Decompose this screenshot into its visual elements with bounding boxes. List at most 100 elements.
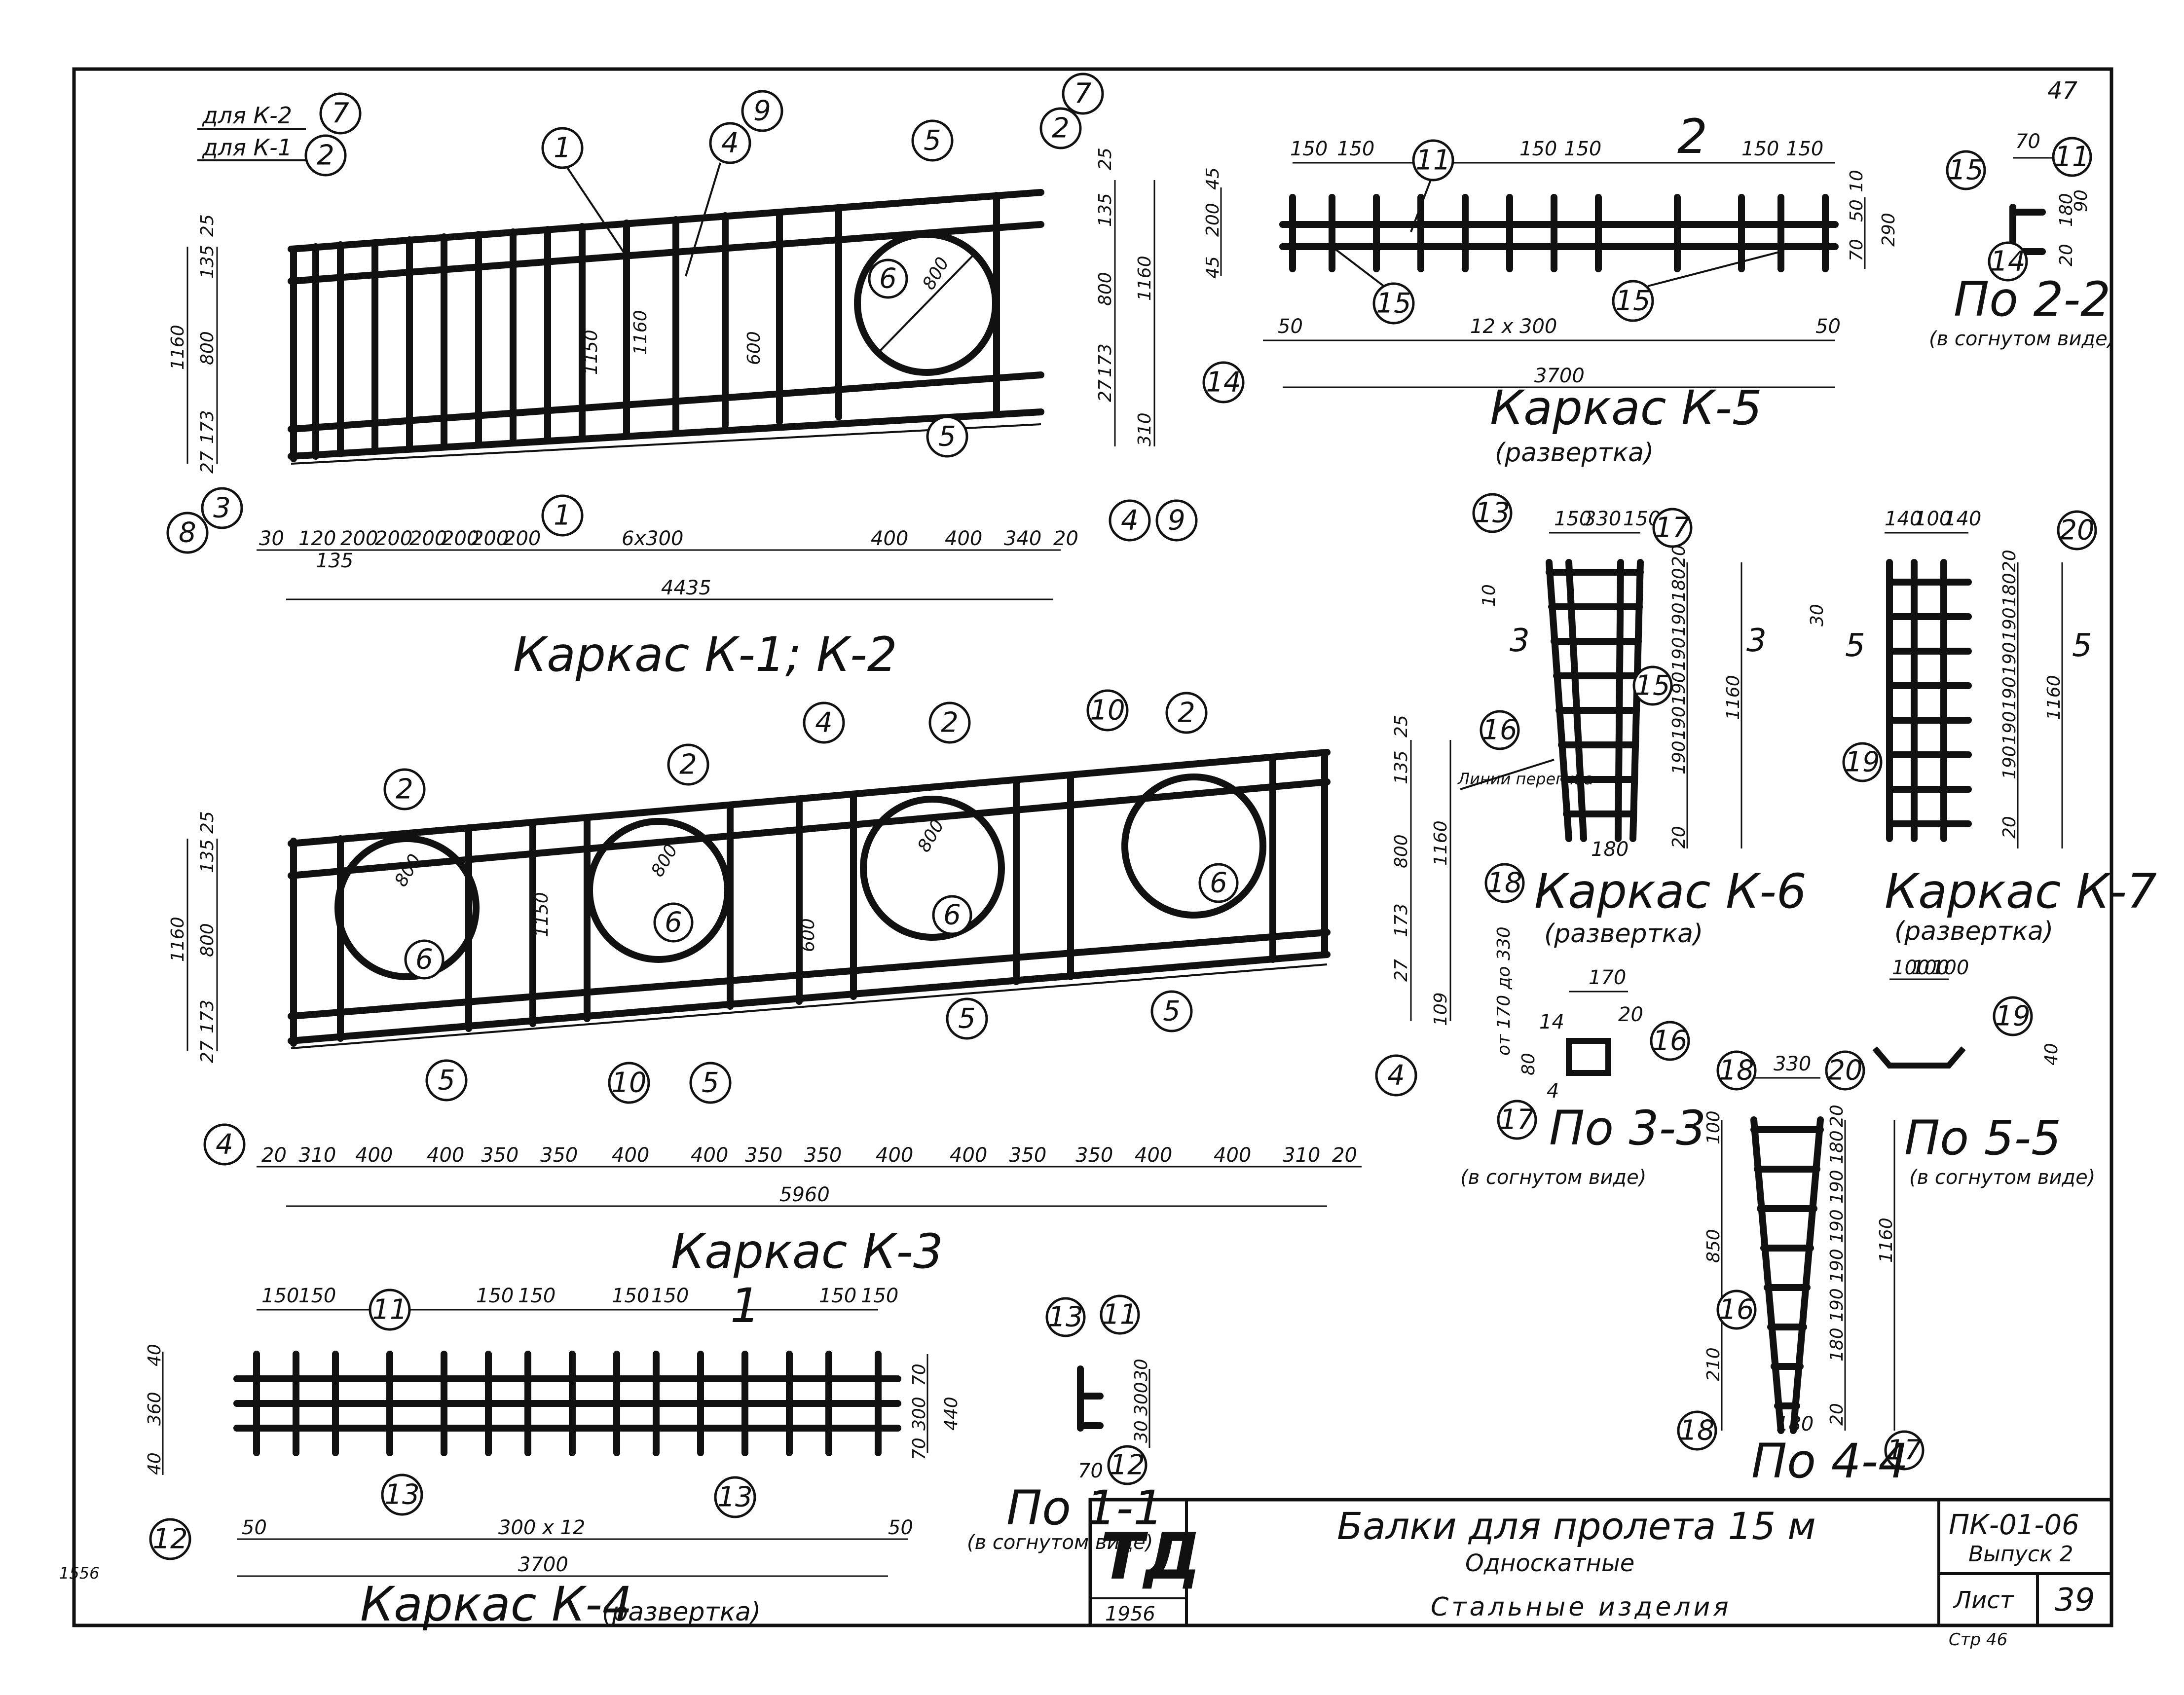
s22-subtitle: (в согнутом виде) (1929, 328, 2115, 350)
title-block-sheet-number: 39 (2055, 1582, 2095, 1619)
svg-text:800: 800 (1095, 272, 1115, 306)
svg-text:25: 25 (1095, 147, 1115, 170)
svg-text:20: 20 (1332, 1144, 1357, 1167)
svg-text:350: 350 (481, 1144, 518, 1167)
svg-text:850: 850 (1703, 1229, 1724, 1263)
s22-title: По 2-2 (1954, 272, 2110, 327)
svg-text:2: 2 (1178, 697, 1195, 729)
svg-text:600: 600 (798, 918, 818, 952)
svg-text:3: 3 (213, 492, 231, 524)
k4-verticals (253, 1351, 882, 1456)
svg-text:190: 190 (1669, 637, 1689, 671)
svg-text:11: 11 (372, 1294, 407, 1326)
svg-text:180: 180 (1827, 1327, 1847, 1362)
k4-section-mark: 1 (730, 1278, 760, 1333)
svg-text:135: 135 (1095, 193, 1115, 227)
svg-text:135: 135 (316, 550, 353, 572)
svg-text:1160: 1160 (1876, 1217, 1896, 1263)
svg-text:140: 140 (1944, 508, 1981, 530)
svg-text:800: 800 (197, 331, 218, 365)
svg-text:200: 200 (375, 527, 412, 550)
svg-text:13: 13 (384, 1479, 419, 1511)
svg-text:30: 30 (1807, 604, 1827, 626)
svg-text:150: 150 (819, 1285, 856, 1307)
svg-text:12: 12 (152, 1523, 187, 1555)
svg-text:200: 200 (503, 527, 541, 550)
svg-text:6: 6 (415, 944, 433, 976)
svg-text:18: 18 (1679, 1415, 1714, 1447)
k7-callouts: 20 19 (1842, 510, 2097, 782)
svg-text:5: 5 (438, 1065, 455, 1097)
frame-k7: 140 100 140 20 180 190 190 190 190 190 2… (1807, 508, 2157, 946)
k5-section-mark: 2 (1677, 109, 1707, 164)
svg-text:400: 400 (427, 1144, 464, 1167)
svg-text:7: 7 (332, 98, 349, 130)
s44-title: По 4-4 (1751, 1434, 1908, 1489)
svg-text:5: 5 (958, 1003, 976, 1035)
svg-text:30: 30 (1131, 1359, 1151, 1381)
svg-text:1: 1 (554, 132, 571, 164)
svg-text:1150: 1150 (581, 330, 601, 375)
s55-subtitle: (в согнутом виде) (1909, 1166, 2095, 1189)
title-block-subtitle: Односкатные (1465, 1549, 1634, 1577)
k3-callouts: 2 2 4 2 10 2 6 6 6 6 6 5 5 10 5 5 5 4 4 (203, 689, 1417, 1166)
k5-callouts: 11 15 15 14 (1202, 139, 1781, 404)
svg-text:200: 200 (442, 527, 479, 550)
svg-text:400: 400 (945, 527, 982, 550)
svg-text:16: 16 (1482, 714, 1517, 746)
svg-text:190: 190 (1669, 706, 1689, 740)
k4-callouts: 11 13 13 12 (149, 1289, 756, 1560)
svg-text:50: 50 (1278, 315, 1303, 338)
margin-note: 1556 (59, 1564, 99, 1583)
k3-opening-4 (1121, 774, 1266, 919)
svg-text:50: 50 (242, 1516, 267, 1539)
svg-text:180: 180 (1776, 1413, 1814, 1436)
svg-text:100: 100 (1914, 508, 1952, 530)
section-3-3: 170 14 20 от 170 до 330 80 4 16 17 По 3-… (1460, 926, 1706, 1189)
k1-title: Каркас К-1; К-2 (513, 627, 897, 682)
svg-text:27: 27 (197, 451, 218, 474)
svg-text:11: 11 (1415, 145, 1450, 177)
svg-text:18: 18 (1487, 867, 1522, 899)
svg-text:1160: 1160 (630, 310, 651, 355)
svg-text:800: 800 (197, 923, 218, 957)
svg-text:190: 190 (1669, 602, 1689, 636)
svg-text:90: 90 (2071, 189, 2091, 212)
svg-text:100: 100 (1703, 1110, 1724, 1144)
title-block-logo: ТД (1100, 1519, 1201, 1594)
svg-text:350: 350 (745, 1144, 782, 1167)
k5-title: Каркас К-5 (1490, 380, 1762, 436)
svg-text:1160: 1160 (168, 325, 188, 370)
s44-callouts: 18 16 18 17 (1677, 1050, 1925, 1471)
svg-text:70: 70 (909, 1437, 929, 1460)
svg-text:350: 350 (804, 1144, 842, 1167)
k7-section-mark-right: 5 (2072, 627, 2092, 664)
svg-text:400: 400 (691, 1144, 728, 1167)
svg-text:13: 13 (1475, 497, 1510, 529)
svg-text:190: 190 (1999, 676, 2020, 710)
svg-text:190: 190 (1827, 1288, 1847, 1322)
svg-text:20: 20 (1999, 816, 2020, 839)
k1-note-k1: для К-1 (202, 134, 292, 161)
svg-text:70: 70 (2015, 130, 2040, 153)
svg-text:17: 17 (1887, 1435, 1922, 1467)
frame-k1-k2: для К-2 для К-1 (166, 73, 1198, 682)
svg-text:190: 190 (1669, 740, 1689, 774)
svg-text:150: 150 (298, 1285, 336, 1307)
svg-text:2: 2 (679, 749, 697, 781)
k3-title: Каркас К-3 (671, 1224, 943, 1279)
svg-text:14: 14 (1206, 367, 1241, 399)
svg-text:1160: 1160 (1431, 820, 1451, 866)
svg-text:10: 10 (1479, 584, 1499, 607)
svg-text:11: 11 (2054, 141, 2089, 173)
svg-text:4: 4 (1547, 1080, 1559, 1103)
s33-title: По 3-3 (1549, 1101, 1706, 1156)
svg-text:2: 2 (396, 774, 413, 806)
title-block-issue: Выпуск 2 (1968, 1542, 2073, 1567)
svg-text:100: 100 (1892, 957, 1929, 979)
svg-text:6: 6 (1210, 867, 1227, 899)
svg-text:80: 80 (1518, 1053, 1539, 1075)
svg-text:190: 190 (1999, 607, 2020, 641)
svg-text:400: 400 (1135, 1144, 1172, 1167)
svg-text:135: 135 (1391, 750, 1411, 784)
